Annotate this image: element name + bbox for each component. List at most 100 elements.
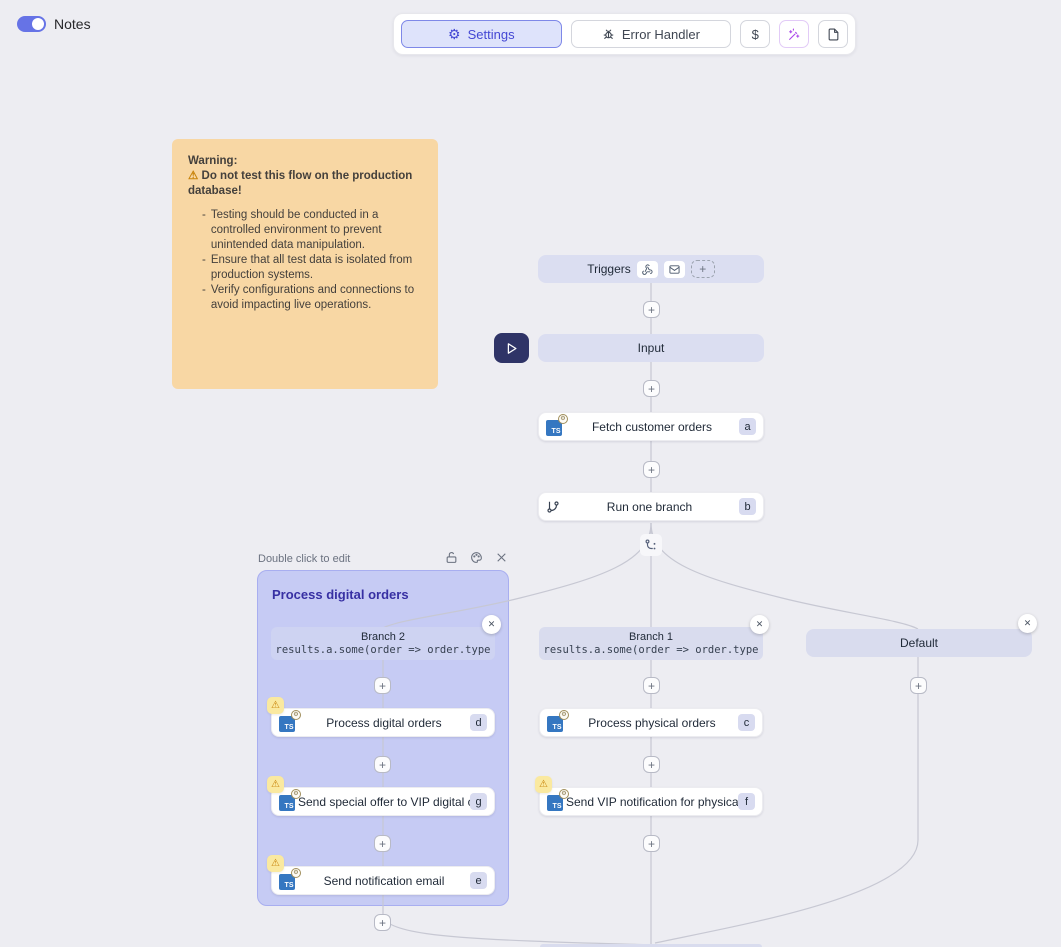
run-flow-button[interactable] [494, 333, 529, 363]
branch-condition-code: results.a.some(order => order.type [543, 644, 759, 656]
branch-group-process-digital[interactable]: Process digital orders [257, 570, 509, 906]
insert-step-button[interactable] [374, 677, 391, 694]
remove-branch-button[interactable] [1018, 614, 1037, 633]
remove-branch-button[interactable] [482, 615, 501, 634]
insert-step-button[interactable] [374, 756, 391, 773]
branch-node-default[interactable]: Default [806, 629, 1032, 657]
step-node-send-notification-email[interactable]: TS Send notification email e [271, 866, 495, 895]
branch-split-icon [640, 534, 662, 556]
settings-label: Settings [467, 26, 515, 42]
step-node-run-one-branch[interactable]: Run one branch b [538, 492, 764, 521]
step-label: Run one branch [606, 499, 693, 514]
step-id-badge: b [739, 498, 756, 515]
script-settings-badge-icon [558, 413, 568, 424]
file-icon [827, 28, 840, 41]
step-label: Send special offer to VIP digital c... [298, 794, 470, 809]
input-node[interactable]: Input [538, 334, 764, 362]
typescript-icon: TS [279, 788, 301, 811]
triggers-node[interactable]: Triggers [538, 255, 764, 283]
typescript-icon: TS [546, 413, 568, 436]
settings-button[interactable]: Settings [401, 20, 562, 48]
script-settings-badge-icon [291, 709, 301, 720]
step-node-send-special-offer[interactable]: TS Send special offer to VIP digital c..… [271, 787, 495, 816]
note-bullet: -Ensure that all test data is isolated f… [202, 254, 413, 281]
palette-icon[interactable] [470, 551, 483, 564]
close-icon[interactable] [495, 551, 508, 564]
step-node-send-vip-notification[interactable]: TS Send VIP notification for physical...… [539, 787, 763, 816]
remove-branch-button[interactable] [750, 615, 769, 634]
step-node-process-digital-orders[interactable]: TS Process digital orders d [271, 708, 495, 737]
note-bullet: -Testing should be conducted in a contro… [202, 209, 382, 251]
script-settings-badge-icon [291, 788, 301, 799]
notes-toggle-label: Notes [54, 16, 91, 32]
step-label: Process physical orders [588, 715, 716, 730]
warning-note[interactable]: Warning: ⚠ Do not test this flow on the … [172, 139, 438, 389]
warning-badge-icon [267, 776, 284, 793]
error-handler-label: Error Handler [621, 26, 700, 42]
typescript-icon: TS [547, 709, 569, 732]
step-id-badge: f [738, 793, 755, 810]
script-settings-badge-icon [291, 867, 301, 878]
step-node-process-physical-orders[interactable]: TS Process physical orders c [539, 708, 763, 737]
branch-label: Branch 1 [628, 631, 674, 643]
insert-step-button[interactable] [374, 835, 391, 852]
step-id-badge: g [470, 793, 487, 810]
group-toolbar [445, 551, 508, 564]
insert-step-button[interactable] [643, 461, 660, 478]
group-edit-hint: Double click to edit [258, 553, 351, 565]
wand-sparkles-icon [788, 28, 801, 41]
script-settings-badge-icon [559, 788, 569, 799]
gear-icon [448, 27, 461, 42]
branch-label: Default [899, 636, 939, 650]
webhook-icon[interactable] [636, 260, 658, 278]
script-settings-badge-icon [559, 709, 569, 720]
branch-condition-code: results.a.some(order => order.type [275, 644, 491, 656]
currency-button[interactable]: $ [740, 20, 771, 48]
warning-icon: ⚠ [188, 170, 199, 182]
warning-badge-icon [267, 697, 284, 714]
step-label: Send notification email [323, 873, 445, 888]
step-label: Fetch customer orders [591, 419, 713, 434]
add-trigger-button[interactable] [690, 260, 715, 278]
input-label: Input [637, 341, 665, 355]
branch-label: Branch 2 [360, 631, 406, 643]
play-icon [507, 342, 517, 354]
typescript-icon: TS [547, 788, 569, 811]
document-button[interactable] [818, 20, 849, 48]
insert-step-button[interactable] [910, 677, 927, 694]
step-id-badge: c [738, 714, 755, 731]
notes-toggle[interactable] [17, 16, 46, 32]
group-title: Process digital orders [272, 587, 409, 602]
note-bullet-list: -Testing should be conducted in a contro… [188, 208, 422, 313]
insert-step-button[interactable] [643, 835, 660, 852]
note-bullet: -Verify configurations and connections t… [202, 284, 415, 311]
typescript-icon: TS [279, 867, 301, 890]
triggers-label: Triggers [587, 262, 631, 276]
insert-step-button[interactable] [374, 914, 391, 931]
ai-wand-button[interactable] [779, 20, 810, 48]
step-id-badge: a [739, 418, 756, 435]
insert-step-button[interactable] [643, 677, 660, 694]
toggle-knob [32, 18, 44, 30]
step-label: Process digital orders [326, 715, 442, 730]
branch-node-branch1[interactable]: Branch 1 results.a.some(order => order.t… [539, 627, 763, 660]
lock-icon[interactable] [445, 551, 458, 564]
insert-step-button[interactable] [643, 380, 660, 397]
step-id-badge: d [470, 714, 487, 731]
branch-node-branch2[interactable]: Branch 2 results.a.some(order => order.t… [271, 627, 495, 660]
warning-badge-icon [535, 776, 552, 793]
warning-badge-icon [267, 855, 284, 872]
mail-icon[interactable] [663, 260, 685, 278]
step-node-fetch-customer-orders[interactable]: TS Fetch customer orders a [538, 412, 764, 441]
insert-step-button[interactable] [643, 301, 660, 318]
note-title: Warning: [188, 155, 238, 167]
dollar-icon: $ [751, 26, 759, 42]
flow-toolbar: Settings Error Handler $ [393, 13, 856, 55]
bug-icon [602, 28, 615, 41]
note-warning-line: Do not test this flow on the production … [188, 170, 413, 197]
typescript-icon: TS [279, 709, 301, 732]
step-id-badge: e [470, 872, 487, 889]
error-handler-button[interactable]: Error Handler [570, 20, 732, 48]
insert-step-button[interactable] [643, 756, 660, 773]
